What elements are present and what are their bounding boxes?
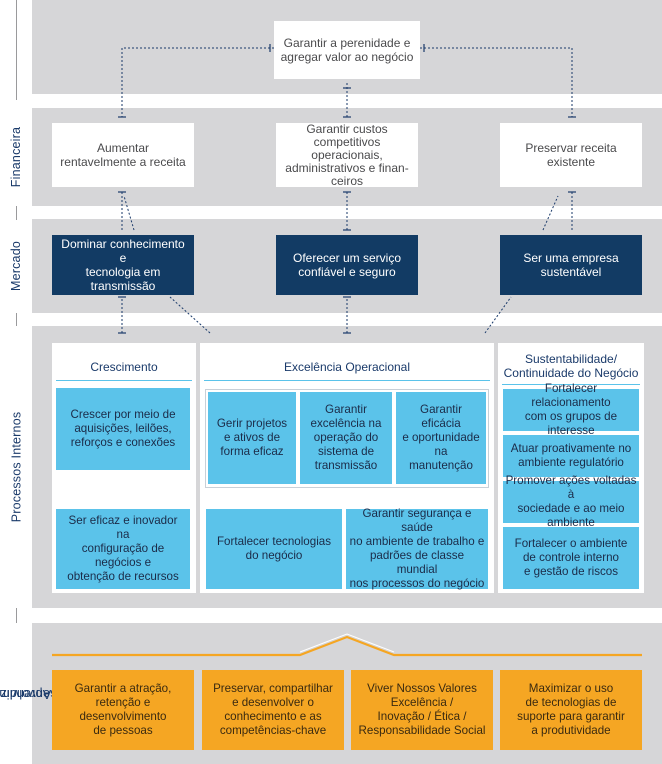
panel-sustentabilidade-title-2: Continuidade do Negócio (503, 366, 639, 380)
panel-excelencia-title: Excelência Operacional (283, 360, 411, 374)
top-goal-line2: agregar valor ao negócio (280, 50, 414, 64)
sus-box-3-line1: Promover ações voltadas à (505, 474, 637, 501)
apr-box-3-line2: Excelência / (390, 696, 454, 709)
apr-box-1-line2: retenção e (95, 696, 151, 709)
fin-box-2-line4: ceiros (330, 173, 363, 188)
fin-box-2-line1: Garantir custos (306, 121, 388, 136)
apr-box-2-line4: competências-chave (219, 724, 327, 737)
apr-box-4: Maximizar o uso de tecnologias de suport… (500, 670, 642, 750)
exc-bottom-box-1-line2: do negócio (245, 549, 303, 562)
apr-box-2-line2: e desenvolver o (232, 696, 314, 709)
exc-top-box-3-line3: na manutenção (409, 445, 473, 472)
exc-bottom-box-2-line1: Garantir segurança e saúde (362, 507, 472, 534)
sus-box-2-line1: Atuar proativamente no (510, 442, 632, 455)
fin-box-3: Preservar receita existente (500, 123, 642, 187)
sus-box-4: Fortalecer o ambiente de controle intern… (503, 527, 639, 589)
apr-box-4-line4: a produtividade (531, 724, 611, 737)
sus-box-1-line2: com os grupos de interesse (524, 410, 618, 437)
panel-sustentabilidade-rule (502, 384, 640, 385)
apr-box-1-line3: desenvolvimento (79, 710, 167, 723)
exc-bottom-box-2: Garantir segurança e saúde no ambiente d… (346, 507, 488, 590)
cres-box-1-line1: Crescer por meio de (70, 408, 176, 421)
panel-sustentabilidade-title-1: Sustentabilidade/ (524, 352, 618, 366)
top-goal-box: Garantir a perenidade e agregar valor ao… (274, 21, 420, 79)
mkt-box-1-line2: tecnologia em transmissão (85, 265, 161, 293)
cres-box-2-line1: Ser eficaz e inovador na (68, 514, 178, 541)
mkt-box-1: Dominar conhecimento e tecnologia em tra… (52, 235, 194, 295)
exc-top-box-2-line5: transmissão (314, 459, 378, 472)
sus-box-4-line3: e gestão de riscos (523, 565, 619, 578)
mkt-box-2-line2: confiável e seguro (298, 265, 396, 279)
exc-bottom-box-1: Fortalecer tecnologias do negócio (206, 509, 342, 589)
fin-box-2: Garantir custos competitivos operacionai… (276, 121, 418, 188)
side-divider-top (16, 0, 17, 100)
sus-box-1: Fortalecer relacionamento com os grupos … (503, 382, 639, 437)
cres-box-1-line3: reforços e conexões (70, 436, 176, 449)
apr-box-2: Preservar, compartilhar e desenvolver o … (202, 670, 344, 750)
fin-box-2-line2: competitivos operacionais, (311, 134, 383, 162)
sus-box-4-line1: Fortalecer o ambiente (514, 537, 628, 550)
apr-box-3-line3: Inovação / Ética / (377, 710, 467, 723)
exc-top-box-3: Garantir eficácia e oportunidade na manu… (396, 392, 486, 484)
mkt-box-3-line1: Ser uma empresa (523, 251, 619, 265)
apr-box-2-line1: Preservar, compartilhar (213, 682, 333, 695)
sus-box-2-line2: ambiente regulatório (518, 456, 624, 469)
cres-box-1: Crescer por meio de aquisições, leilões,… (56, 388, 190, 470)
sus-box-4-line2: de controle interno (522, 551, 620, 564)
panel-excelencia-rule (204, 380, 490, 381)
cres-box-1-line2: aquisições, leilões, (74, 422, 172, 435)
exc-bottom-box-2-line4: nos processos do negócio (349, 577, 485, 590)
sus-box-3-line2: sociedade e ao meio ambiente (517, 502, 625, 529)
side-divider-1 (16, 206, 17, 220)
top-goal-line1: Garantir a perenidade e (283, 36, 411, 50)
exc-top-box-2-line1: Garantir (325, 403, 367, 416)
apr-box-3-line4: Responsabilidade Social (358, 724, 486, 737)
exc-top-box-2-line3: operação do (313, 431, 379, 444)
apr-box-4-line2: de tecnologias de (525, 696, 617, 709)
exc-top-box-2: Garantir excelência na operação do siste… (300, 392, 392, 484)
fin-box-2-line3: administrativos e finan- (285, 160, 409, 175)
mkt-box-2-line1: Oferecer um serviço (292, 251, 402, 265)
exc-bottom-box-1-line1: Fortalecer tecnologias (216, 535, 332, 548)
fin-box-1-line2: rentavelmente a receita (60, 155, 186, 169)
mkt-box-3-line2: sustentável (540, 265, 602, 279)
panel-crescimento-rule (56, 380, 192, 381)
cres-box-2-line3: obtenção de recursos (67, 570, 179, 583)
apr-box-1-line1: Garantir a atração, (74, 682, 172, 695)
fin-box-1-line1: Aumentar (96, 141, 150, 155)
exc-top-box-3-line2: e oportunidade (402, 431, 480, 444)
excelencia-inner-frame (205, 389, 489, 488)
side-divider-3 (16, 608, 17, 623)
apr-box-4-line1: Maximizar o uso (528, 682, 614, 695)
exc-top-box-1: Gerir projetos e ativos de forma eficaz (208, 392, 296, 484)
mkt-box-2: Oferecer um serviço confiável e seguro (276, 235, 418, 295)
exc-top-box-1-line1: Gerir projetos (216, 417, 288, 430)
apr-box-2-line3: conhecimento e as (224, 710, 322, 723)
side-divider-2 (16, 313, 17, 326)
panel-crescimento-title: Crescimento (90, 360, 158, 374)
exc-top-box-2-line2: excelência na (310, 417, 382, 430)
cres-box-2-line2: configuração de negócios e (81, 542, 165, 569)
sus-box-1-line1: Fortalecer relacionamento (531, 382, 611, 409)
exc-bottom-box-2-line2: no ambiente de trabalho e (349, 535, 485, 548)
apr-box-3-line1: Viver Nossos Valores (367, 682, 477, 695)
apr-box-1-line4: de pessoas (93, 724, 153, 737)
apr-box-3: Viver Nossos Valores Excelência / Inovaç… (351, 670, 493, 750)
apr-box-1: Garantir a atração, retenção e desenvolv… (52, 670, 194, 750)
sus-box-3: Promover ações voltadas à sociedade e ao… (503, 474, 639, 529)
mkt-box-1-line1: Dominar conhecimento e (61, 237, 185, 265)
exc-top-box-2-line4: sistema de (317, 445, 375, 458)
cres-box-2: Ser eficaz e inovador na configuração de… (56, 509, 190, 589)
fin-box-3-line1: Preservar receita existente (525, 141, 617, 169)
fin-box-1: Aumentar rentavelmente a receita (52, 123, 194, 187)
exc-bottom-box-2-line3: padrões de classe mundial (369, 549, 465, 576)
exc-top-box-1-line2: e ativos de (223, 431, 281, 444)
sus-box-2: Atuar proativamente no ambiente regulató… (503, 435, 639, 477)
exc-top-box-1-line3: forma eficaz (220, 445, 284, 458)
exc-top-box-3-line1: Garantir eficácia (420, 403, 462, 430)
apr-box-4-line3: suporte para garantir (517, 710, 625, 723)
mkt-box-3: Ser uma empresa sustentável (500, 235, 642, 295)
